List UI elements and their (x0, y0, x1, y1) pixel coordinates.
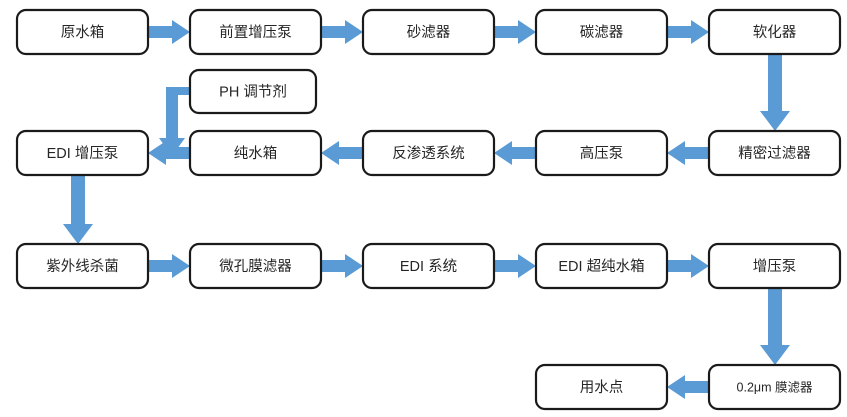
node-softener-shape[interactable] (707, 8, 842, 56)
edge-micropore-to-edi (321, 254, 363, 278)
node-point-of-use-label: 用水点 (580, 379, 624, 396)
node-membrane-filter-02-shape[interactable] (707, 363, 842, 411)
node-edi-system-shape[interactable] (361, 242, 496, 290)
node-carbon-filter[interactable]: 碳滤器 (534, 8, 669, 56)
node-pre-booster-pump[interactable]: 前置增压泵 (188, 8, 323, 56)
node-micropore-filter-shape[interactable] (188, 242, 323, 290)
node-precision-filter-label: 精密过滤器 (738, 145, 811, 162)
edge-edi-to-ultrapure (494, 254, 536, 278)
node-membrane-filter-02-label: 0.2μm 膜滤器 (737, 380, 813, 394)
node-raw-water-tank-label: 原水箱 (61, 24, 105, 41)
node-edi-ultrapure-tank-shape[interactable] (534, 242, 669, 290)
node-uv-sterilizer-shape[interactable] (15, 242, 150, 290)
node-point-of-use[interactable]: 用水点 (534, 363, 669, 411)
edge-ultrapure-to-booster (667, 254, 709, 278)
edge-ph-to-purewater-line (159, 87, 190, 156)
node-raw-water-tank[interactable]: 原水箱 (15, 8, 150, 56)
node-edi-booster-pump-shape[interactable] (15, 129, 150, 177)
node-pure-water-tank-label: 纯水箱 (234, 145, 278, 162)
node-micropore-filter-label: 微孔膜滤器 (219, 258, 292, 275)
node-sand-filter-shape[interactable] (361, 8, 496, 56)
node-carbon-filter-shape[interactable] (534, 8, 669, 56)
node-uv-sterilizer-label: 紫外线杀菌 (46, 258, 119, 275)
node-sand-filter-label: 砂滤器 (407, 24, 451, 41)
edge-precision-to-hp (667, 141, 709, 165)
node-ph-adjuster[interactable]: PH 调节剂 (188, 68, 318, 115)
edge-purewater-to-edipump (148, 141, 190, 165)
node-high-pressure-pump-shape[interactable] (534, 129, 669, 177)
node-edi-ultrapure-tank[interactable]: EDI 超纯水箱 (534, 242, 669, 290)
node-booster-pump-shape[interactable] (707, 242, 842, 290)
edge-booster-to-membrane (760, 288, 790, 365)
nodes-layer: 原水箱 前置增压泵 砂滤器 碳滤器 软化器 PH 调节剂 (15, 8, 842, 411)
node-edi-ultrapure-tank-label: EDI 超纯水箱 (558, 258, 644, 275)
edge-membrane-to-pou (667, 375, 709, 399)
node-precision-filter[interactable]: 精密过滤器 (707, 129, 842, 177)
edge-carbon-to-softener (667, 20, 709, 44)
connectors-layer (63, 20, 790, 399)
node-edi-system-label: EDI 系统 (400, 258, 457, 275)
node-micropore-filter[interactable]: 微孔膜滤器 (188, 242, 323, 290)
edge-ro-to-purewater (321, 141, 363, 165)
node-edi-system[interactable]: EDI 系统 (361, 242, 496, 290)
node-booster-pump[interactable]: 增压泵 (707, 242, 842, 290)
node-ph-adjuster-shape[interactable] (188, 68, 318, 115)
node-pure-water-tank[interactable]: 纯水箱 (188, 129, 323, 177)
node-pre-booster-pump-shape[interactable] (188, 8, 323, 56)
node-softener[interactable]: 软化器 (707, 8, 842, 56)
node-pre-booster-pump-label: 前置增压泵 (219, 24, 292, 41)
node-booster-pump-label: 增压泵 (753, 258, 797, 275)
node-high-pressure-pump-label: 高压泵 (580, 145, 624, 162)
node-ro-system-shape[interactable] (361, 129, 496, 177)
node-uv-sterilizer[interactable]: 紫外线杀菌 (15, 242, 150, 290)
edge-uv-to-micropore (148, 254, 190, 278)
node-precision-filter-shape[interactable] (707, 129, 842, 177)
node-raw-water-tank-shape[interactable] (15, 8, 150, 56)
node-carbon-filter-label: 碳滤器 (580, 24, 624, 41)
edge-prepump-to-sand (321, 20, 363, 44)
edge-raw-to-prepump (148, 20, 190, 44)
node-high-pressure-pump[interactable]: 高压泵 (534, 129, 669, 177)
edge-softener-to-precision (760, 54, 790, 131)
node-softener-label: 软化器 (753, 24, 797, 41)
edge-edipump-to-uv (63, 175, 93, 244)
node-ro-system-label: 反渗透系统 (392, 145, 465, 162)
edge-hp-to-ro (494, 141, 536, 165)
node-edi-booster-pump-label: EDI 增压泵 (47, 145, 119, 162)
node-sand-filter[interactable]: 砂滤器 (361, 8, 496, 56)
node-edi-booster-pump[interactable]: EDI 增压泵 (15, 129, 150, 177)
node-ro-system[interactable]: 反渗透系统 (361, 129, 496, 177)
node-point-of-use-shape[interactable] (534, 363, 669, 411)
node-pure-water-tank-shape[interactable] (188, 129, 323, 177)
edge-sand-to-carbon (494, 20, 536, 44)
node-membrane-filter-02[interactable]: 0.2μm 膜滤器 (707, 363, 842, 411)
node-ph-adjuster-label: PH 调节剂 (219, 83, 287, 100)
